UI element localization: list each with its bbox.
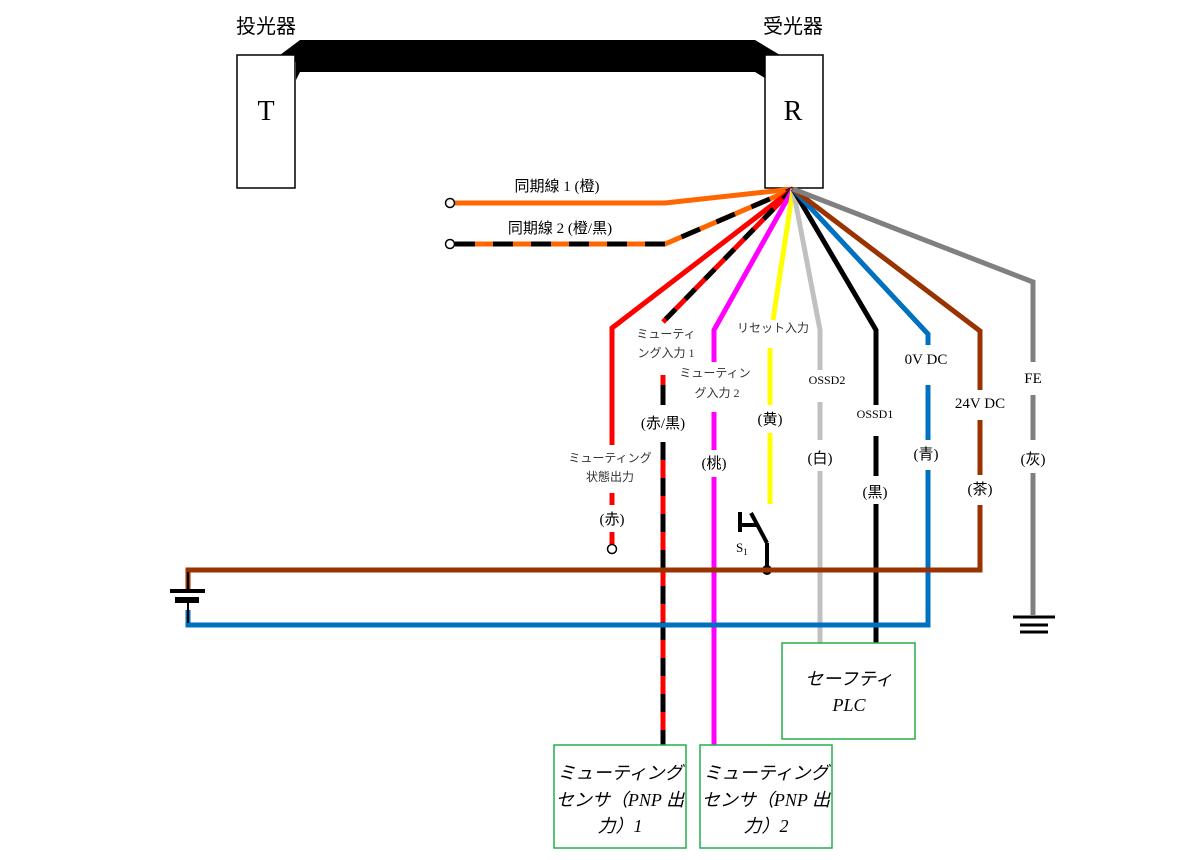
- muting-sensor-2-line2: センサ（PNP 出: [702, 790, 831, 810]
- color-muting-state: (赤): [600, 511, 625, 528]
- wire-ossd2: [790, 188, 823, 370]
- transmitter-label: 投光器: [236, 15, 296, 38]
- connecting-cable: [280, 40, 780, 80]
- color-ossd2: (白): [808, 450, 833, 467]
- wire-sync2: [455, 186, 794, 247]
- label-24v: 24V DC: [955, 396, 1005, 412]
- transmitter-unit: [236, 54, 296, 189]
- label-ossd1: OSSD1: [857, 407, 894, 421]
- label-reset: リセット入力: [737, 321, 809, 335]
- label-ossd2: OSSD2: [809, 373, 846, 387]
- terminal-sync1: [444, 197, 456, 209]
- wire-0v: [791, 187, 931, 345]
- muting-sensor-2-box: [699, 744, 833, 849]
- terminal-muting-state: [606, 543, 618, 555]
- label-muting-state-2: 状態出力: [586, 469, 634, 484]
- safety-plc-line1: セーフティ: [805, 669, 893, 689]
- wire-24v: [791, 187, 983, 390]
- wire-0v-down: [185, 470, 931, 628]
- label-sync2: 同期線 2 (橙/黒): [508, 220, 612, 237]
- muting-sensor-1-line3: 力）1: [598, 816, 643, 836]
- safety-plc-box: [781, 642, 916, 740]
- muting-sensor-1-box: [553, 744, 687, 849]
- label-sync1: 同期線 1 (橙): [515, 178, 600, 195]
- muting-sensor-2-line1: ミューティング: [704, 763, 832, 783]
- label-muting2-2: グ入力 2: [694, 386, 739, 400]
- wire-ossd1: [790, 187, 879, 405]
- transmitter-letter: T: [257, 96, 274, 127]
- wire-sync1: [455, 186, 794, 206]
- reset-switch: [738, 512, 772, 575]
- color-24v: (茶): [968, 481, 993, 498]
- ground-symbol: [1013, 615, 1055, 634]
- terminal-sync2: [444, 238, 456, 250]
- receiver-letter: R: [784, 96, 803, 127]
- color-fe: (灰): [1021, 451, 1046, 468]
- wire-reset: [770, 188, 796, 321]
- wire-muting-state: [609, 187, 795, 445]
- color-reset: (黄): [758, 411, 783, 428]
- receiver-label: 受光器: [763, 15, 823, 38]
- label-muting1-1: ミューティ: [636, 327, 695, 341]
- wire-muting2: [711, 187, 796, 362]
- color-0v: (青): [914, 446, 939, 463]
- wire-muting1-stripe: [661, 187, 795, 324]
- wire-sync2-stripe: [455, 186, 794, 247]
- muting-sensor-1-line2: センサ（PNP 出: [556, 790, 685, 810]
- color-ossd1: (黒): [863, 485, 888, 501]
- muting-sensor-1-line1: ミューティング: [558, 763, 686, 783]
- label-muting1-2: ング入力 1: [637, 346, 694, 360]
- wire-fe: [792, 186, 1036, 362]
- switch-label: S1: [736, 540, 748, 557]
- wire-24v-down: [185, 505, 983, 590]
- label-0v: 0V DC: [905, 352, 948, 368]
- label-fe: FE: [1024, 371, 1042, 387]
- label-muting2-1: ミューティン: [679, 366, 750, 380]
- muting-sensor-2-line3: 力）2: [744, 816, 789, 836]
- label-muting-state-1: ミューティング: [568, 451, 651, 465]
- color-muting1: (赤/黒): [641, 415, 685, 432]
- receiver-unit: [764, 54, 824, 189]
- color-muting2: (桃): [702, 455, 727, 472]
- power-supply-battery: [170, 572, 205, 623]
- safety-plc-line2: PLC: [831, 695, 866, 715]
